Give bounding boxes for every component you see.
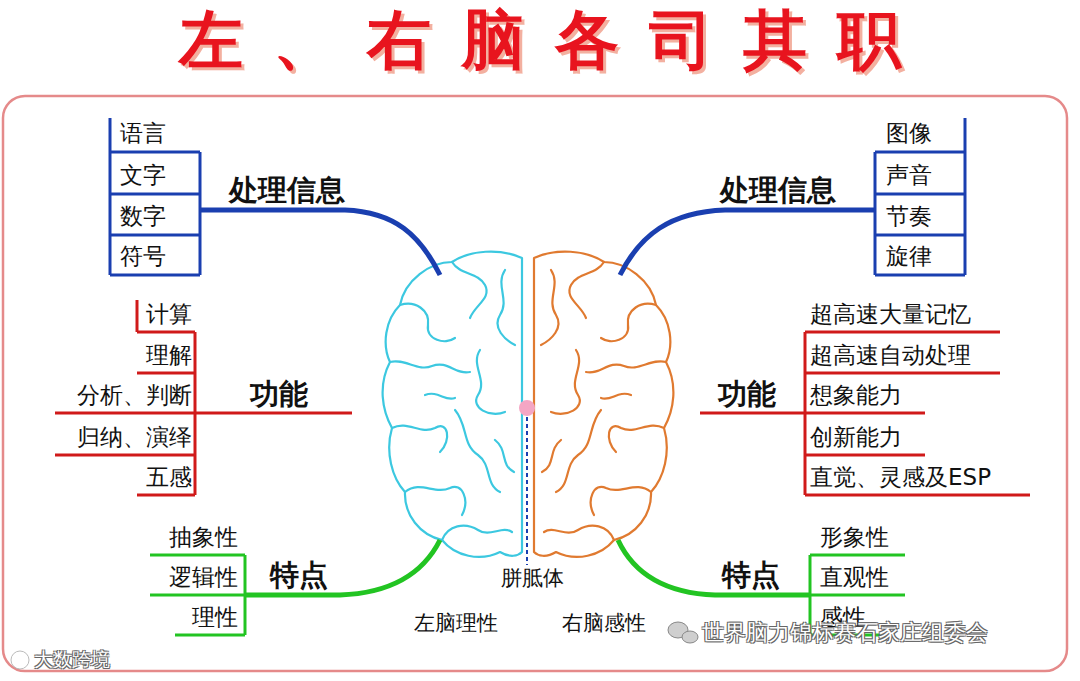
part-label: 胼胝体	[501, 566, 564, 590]
item-label: 计算	[146, 301, 192, 327]
branch-label: 处理信息	[229, 174, 345, 207]
branch-label: 功能	[250, 378, 308, 411]
branch-label: 特点	[722, 559, 780, 592]
branch-label: 处理信息	[720, 174, 836, 207]
item-label: 形象性	[820, 524, 889, 550]
item-label: 创新能力	[810, 424, 902, 450]
item-label: 语言	[120, 120, 166, 146]
item-label: 想象能力	[810, 382, 902, 408]
branch-label: 功能	[718, 378, 776, 411]
item-label: 文字	[120, 162, 166, 188]
item-label: 旋律	[886, 243, 932, 269]
item-label: 数字	[120, 203, 166, 229]
note-label: 右脑感性	[562, 611, 646, 635]
watermark: 世界脑力锦标赛石家庄组委会	[702, 620, 988, 645]
item-label: 图像	[886, 120, 932, 146]
item-label: 分析、判断	[77, 382, 192, 408]
item-label: 直觉、灵感及ESP	[810, 464, 991, 490]
item-label: 理性	[192, 604, 238, 630]
item-label: 直观性	[820, 564, 889, 590]
item-label: 超高速大量记忆	[810, 301, 971, 327]
item-label: 理解	[146, 342, 192, 368]
item-label: 逻辑性	[169, 564, 238, 590]
watermark: 大数跨境	[34, 649, 110, 671]
branch-label: 特点	[270, 559, 328, 592]
note-label: 左脑理性	[414, 611, 498, 635]
item-label: 超高速自动处理	[810, 342, 971, 368]
item-label: 节奏	[886, 203, 932, 229]
item-label: 符号	[120, 243, 166, 269]
item-label: 五感	[146, 464, 192, 490]
item-label: 归纳、演绎	[77, 424, 192, 450]
item-label: 声音	[886, 162, 932, 188]
title: 左、右脑各司其职	[179, 3, 931, 77]
item-label: 抽象性	[169, 524, 238, 550]
